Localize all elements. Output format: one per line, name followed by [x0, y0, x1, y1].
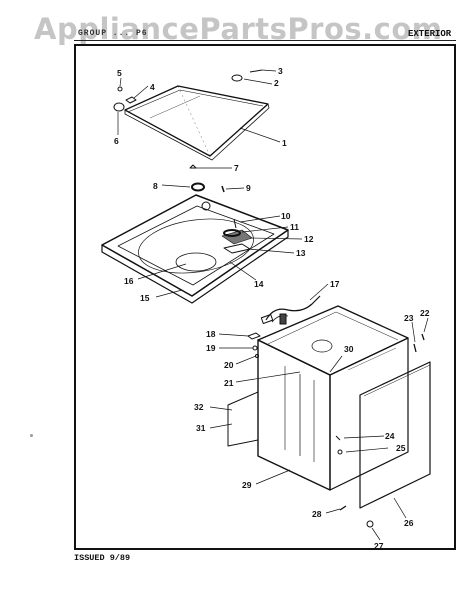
callout-20: 20 — [224, 360, 234, 370]
callout-5: 5 — [117, 68, 122, 78]
header-rule — [74, 40, 456, 41]
lid-switch-parts — [189, 164, 225, 193]
callout-12: 12 — [304, 234, 314, 244]
header-group-text: GROUP ... P6 — [78, 29, 148, 38]
callout-26: 26 — [404, 518, 414, 528]
callout-22: 22 — [420, 308, 430, 318]
callout-4: 4 — [150, 82, 155, 92]
callout-25: 25 — [396, 443, 406, 453]
callout-19: 19 — [206, 343, 216, 353]
leader-lines — [117, 69, 429, 541]
callout-15: 15 — [140, 293, 150, 303]
cabinet-part — [257, 305, 409, 491]
side-panels — [227, 361, 431, 509]
callout-18: 18 — [206, 329, 216, 339]
lid-part — [124, 85, 270, 161]
margin-dot — [30, 434, 33, 437]
callout-13: 13 — [296, 248, 306, 258]
callout-21: 21 — [224, 378, 234, 388]
callout-31: 31 — [196, 423, 206, 433]
callout-32: 32 — [194, 402, 204, 412]
callout-16: 16 — [124, 276, 134, 286]
top-cover-part — [101, 194, 289, 304]
callout-27: 27 — [374, 541, 384, 551]
power-cord-part — [260, 295, 321, 325]
callout-24: 24 — [385, 431, 395, 441]
callout-23: 23 — [404, 313, 414, 323]
callout-28: 28 — [312, 509, 322, 519]
callout-8: 8 — [153, 181, 158, 191]
callout-30: 30 — [344, 344, 354, 354]
callout-3: 3 — [278, 66, 283, 76]
callout-9: 9 — [246, 183, 251, 193]
lid-hinge-parts — [113, 69, 263, 112]
callout-1: 1 — [282, 138, 287, 148]
diagram-frame — [74, 44, 456, 550]
callout-11: 11 — [290, 222, 299, 232]
callout-labels: 1 2 3 4 5 6 7 8 9 10 11 12 13 14 15 16 1… — [114, 66, 430, 551]
callout-10: 10 — [281, 211, 291, 221]
fasteners — [247, 332, 425, 528]
issued-date: ISSUED 9/89 — [74, 553, 131, 563]
callout-17: 17 — [330, 279, 340, 289]
callout-29: 29 — [242, 480, 252, 490]
header-section-title: EXTERIOR — [408, 29, 452, 39]
callout-14: 14 — [254, 279, 264, 289]
callout-6: 6 — [114, 136, 119, 146]
callout-7: 7 — [234, 163, 239, 173]
callout-2: 2 — [274, 78, 279, 88]
